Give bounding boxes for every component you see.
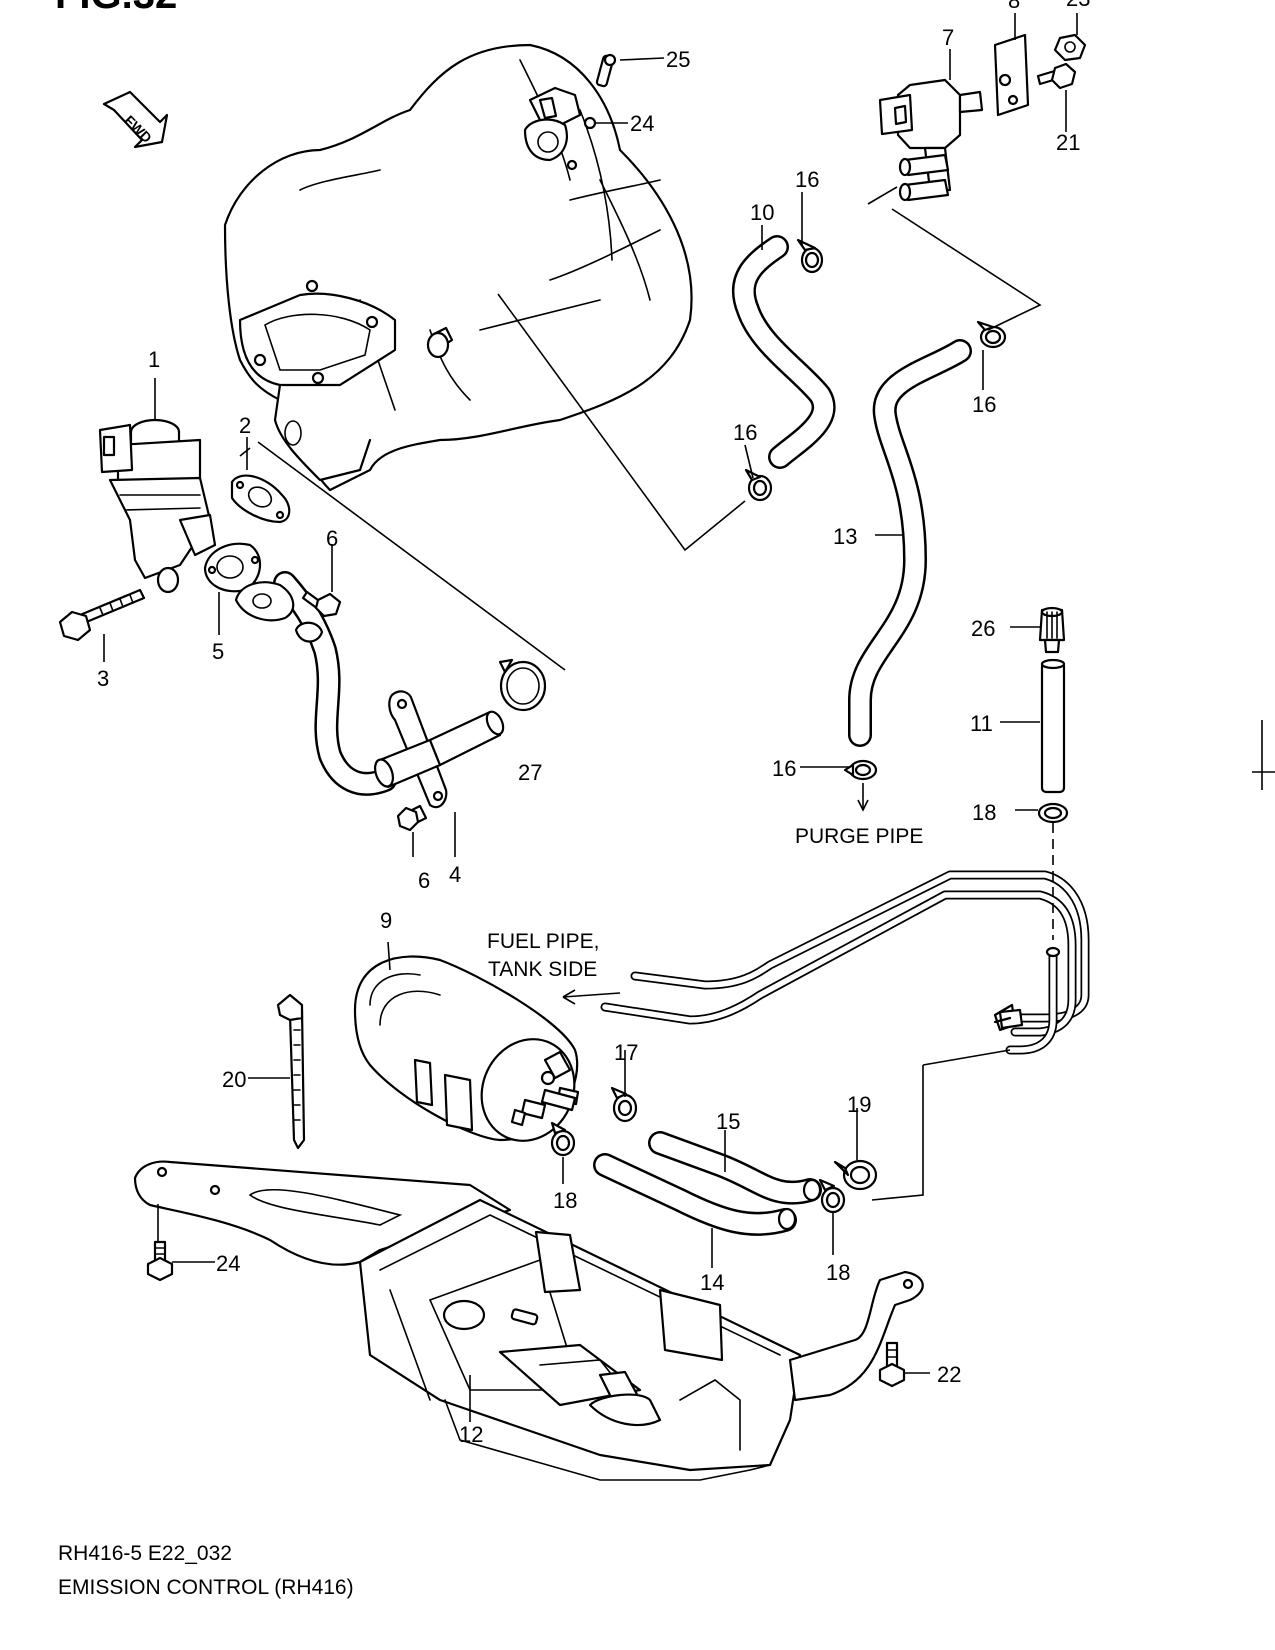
bolt-6-upper	[301, 590, 342, 618]
callout-6-upper: 6	[326, 526, 338, 551]
callout-7: 7	[942, 25, 954, 50]
egr-valve	[98, 418, 217, 594]
callout-12: 12	[459, 1422, 483, 1447]
bolt-3	[58, 588, 146, 642]
callout-numbers: 1 2 3 4 5 6 6 7 8 9 10 11 12 13 14 15 16…	[97, 0, 1090, 1447]
bracket-8	[993, 33, 1030, 117]
cap-26	[1038, 606, 1066, 654]
hose-10	[731, 235, 836, 469]
reference-lines	[239, 186, 1054, 1201]
clamp-27	[498, 658, 547, 712]
charcoal-canister-9	[353, 955, 580, 1142]
callout-18-right: 18	[826, 1260, 850, 1285]
callout-5: 5	[212, 639, 224, 664]
callout-20: 20	[222, 1067, 246, 1092]
gasket-5	[203, 542, 261, 593]
callout-27: 27	[518, 760, 542, 785]
fwd-direction-arrow: FWD	[102, 90, 169, 149]
callout-18-left: 18	[553, 1188, 577, 1213]
callout-24-lower: 24	[216, 1251, 240, 1276]
callout-11: 11	[970, 711, 993, 736]
canister-bracket-12	[133, 1160, 924, 1481]
callout-16-mid: 16	[733, 420, 757, 445]
callout-16-lower: 16	[772, 756, 796, 781]
clamp-18-b	[818, 1178, 846, 1214]
hose-11	[1040, 658, 1066, 794]
clamp-16-d	[843, 759, 878, 781]
callout-16-top: 16	[795, 167, 819, 192]
fuel-pipes	[600, 870, 1090, 1055]
hose-14	[593, 1153, 797, 1236]
clamp-16-b	[976, 320, 1007, 349]
intake-manifold	[223, 43, 693, 492]
egr-pipe-4	[234, 571, 505, 809]
clamp-19	[833, 1159, 878, 1191]
callout-6-lower: 6	[418, 868, 430, 893]
callout-9: 9	[380, 908, 392, 933]
figure-title: FIG.32	[55, 0, 177, 17]
callout-10: 10	[750, 200, 774, 225]
clamp-16-c	[744, 468, 773, 502]
bolt-6-lower	[396, 804, 428, 832]
clamp-18-a	[550, 1121, 576, 1157]
fuel-pipe-note-line2: TANK SIDE	[488, 958, 597, 981]
callout-13: 13	[833, 524, 857, 549]
callout-16-right: 16	[972, 392, 996, 417]
callout-leaders	[103, 13, 1078, 1422]
tie-strap-20	[276, 993, 306, 1150]
fuel-pipe-note-line1: FUEL PIPE,	[487, 930, 599, 953]
figure-name: EMISSION CONTROL (RH416)	[58, 1576, 354, 1599]
bolt-21	[1036, 62, 1077, 90]
nut-23	[1053, 33, 1087, 62]
callout-8: 8	[1008, 0, 1020, 13]
bolt-22	[878, 1341, 906, 1388]
callout-21: 21	[1056, 130, 1080, 155]
hose-13	[848, 339, 972, 747]
callout-18-upper: 18	[972, 800, 996, 825]
bolt-24-lower	[146, 1240, 174, 1282]
gasket-2	[230, 474, 291, 524]
purge-pipe-note: PURGE PIPE	[795, 825, 923, 848]
callout-24-upper: 24	[630, 111, 654, 136]
callout-14: 14	[700, 1270, 724, 1295]
figure-code: RH416-5 E22_032	[58, 1542, 232, 1565]
callout-15: 15	[716, 1109, 740, 1134]
callout-25: 25	[666, 47, 690, 72]
callout-3: 3	[97, 666, 109, 691]
callout-22: 22	[937, 1362, 961, 1387]
clamp-18-c	[1037, 802, 1069, 824]
purge-solenoid-valve-7	[878, 78, 984, 202]
callout-26: 26	[971, 616, 995, 641]
callout-1: 1	[148, 347, 160, 372]
callout-4: 4	[449, 862, 461, 887]
callout-17: 17	[614, 1040, 638, 1065]
clamp-17	[610, 1086, 638, 1123]
callout-2: 2	[239, 413, 251, 438]
hose-15	[648, 1131, 822, 1205]
sensor-assembly-top	[523, 53, 617, 171]
callout-19: 19	[847, 1092, 871, 1117]
callout-23: 23	[1066, 0, 1090, 11]
